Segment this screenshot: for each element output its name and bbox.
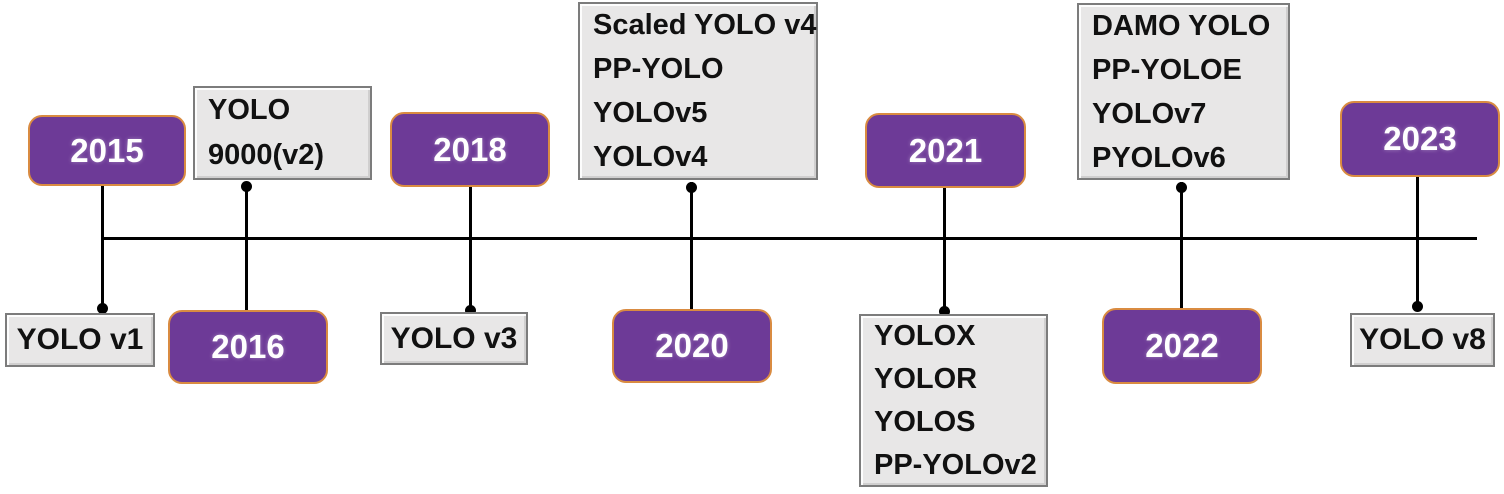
model-label: YOLO v3	[390, 321, 518, 355]
model-label: Scaled YOLO v4	[593, 9, 817, 41]
year-label: 2020	[655, 327, 729, 364]
connector-dot-2022	[1176, 182, 1187, 193]
year-badge-2023: 2023	[1340, 101, 1500, 177]
connector-2018	[469, 187, 472, 313]
model-label: YOLO	[208, 94, 291, 126]
year-badge-2016: 2016	[168, 310, 328, 384]
year-badge-2022: 2022	[1102, 308, 1262, 384]
connector-2015	[101, 186, 104, 310]
model-box-2020: Scaled YOLO v4 PP-YOLO YOLOv5 YOLOv4	[578, 2, 818, 180]
model-label: YOLOv5	[593, 97, 708, 129]
model-label: YOLOX	[874, 319, 976, 352]
model-label: YOLOS	[874, 405, 976, 438]
year-badge-2021: 2021	[865, 113, 1026, 188]
model-box-2022: DAMO YOLO PP-YOLOE YOLOv7 PYOLOv6	[1077, 3, 1290, 180]
connector-dot-2018	[465, 305, 476, 316]
model-label: PYOLOv6	[1092, 141, 1226, 174]
connector-2022	[1180, 182, 1183, 310]
connector-2021	[943, 188, 946, 315]
year-label: 2022	[1145, 327, 1219, 364]
model-box-2021: YOLOX YOLOR YOLOS PP-YOLOv2	[859, 314, 1048, 487]
connector-dot-2016	[241, 181, 252, 192]
year-label: 2023	[1383, 120, 1457, 157]
year-badge-2015: 2015	[28, 115, 186, 186]
year-label: 2016	[211, 328, 285, 365]
year-label: 2018	[433, 130, 507, 168]
model-box-2015: YOLO v1	[5, 313, 155, 367]
model-label: YOLOR	[874, 362, 978, 395]
model-label: PP-YOLOE	[1092, 53, 1242, 86]
year-badge-2018: 2018	[390, 112, 550, 187]
year-label: 2021	[908, 131, 983, 169]
connector-2023	[1416, 177, 1419, 311]
connector-dot-2020	[686, 182, 697, 193]
connector-2016	[245, 183, 248, 312]
model-box-2018: YOLO v3	[380, 312, 528, 365]
connector-dot-2015	[97, 303, 108, 314]
year-badge-2020: 2020	[612, 309, 772, 383]
model-box-2016: YOLO 9000(v2)	[193, 86, 372, 180]
connector-dot-2023	[1412, 301, 1423, 312]
model-label: YOLOv4	[593, 141, 708, 173]
model-box-2023: YOLO v8	[1350, 313, 1495, 367]
model-label: PP-YOLOv2	[874, 448, 1037, 481]
model-label: DAMO YOLO	[1092, 9, 1271, 42]
year-label: 2015	[70, 131, 144, 169]
connector-dot-2021	[939, 306, 950, 317]
timeline-axis	[102, 237, 1477, 240]
connector-2020	[690, 182, 693, 311]
model-label: YOLOv7	[1092, 97, 1207, 130]
model-label: YOLO v8	[1359, 323, 1486, 356]
model-label: 9000(v2)	[208, 139, 325, 171]
model-label: PP-YOLO	[593, 53, 724, 85]
model-label: YOLO v1	[16, 323, 144, 356]
